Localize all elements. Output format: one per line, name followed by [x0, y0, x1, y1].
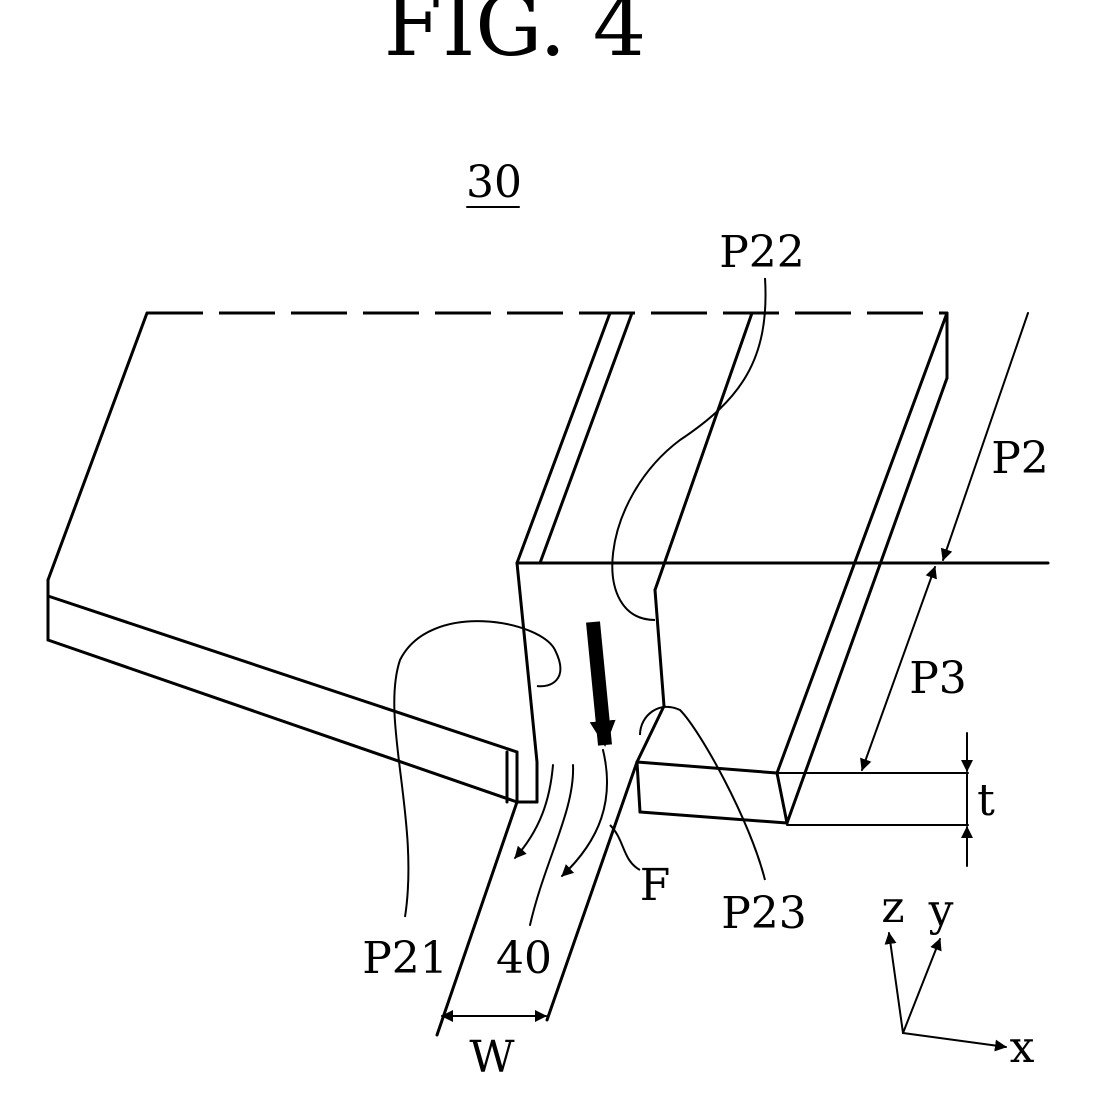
left-panel-far-edge	[48, 313, 147, 580]
right-panel-front-left	[637, 762, 640, 812]
label-w: W	[469, 1032, 515, 1083]
f-leader	[610, 825, 640, 870]
label-p2: P2	[991, 433, 1049, 484]
label-axis-y: y	[928, 885, 954, 936]
right-panel-upper-front	[637, 762, 777, 773]
left-panel	[48, 313, 537, 802]
label-40: 40	[496, 933, 552, 984]
flow-line-right	[562, 750, 607, 876]
label-axis-z: z	[881, 882, 904, 933]
label-p22: P22	[719, 227, 805, 278]
big-flow-arrow	[593, 622, 605, 745]
p22-leader	[612, 278, 765, 620]
gap-left-wall-upper	[517, 313, 610, 563]
gap-right-wall-upper	[655, 313, 752, 590]
left-panel-upper-edge	[48, 596, 517, 752]
axis-y-arrow	[903, 939, 940, 1033]
gap-left-wall-step	[517, 563, 537, 762]
gap-right-wall-lower	[637, 706, 664, 762]
left-panel-lower-edge	[48, 640, 517, 802]
p23-leader	[640, 707, 765, 880]
label-t: t	[977, 775, 995, 826]
reference-30-text: 30	[466, 157, 522, 208]
label-f: F	[640, 860, 671, 911]
label-p21: P21	[362, 933, 448, 984]
right-panel	[517, 313, 1048, 825]
axis-x-arrow	[903, 1033, 1006, 1047]
reference-30: 30	[466, 157, 522, 208]
label-axis-x: x	[1010, 1022, 1035, 1073]
figure-title: FIG. 4	[384, 0, 646, 75]
right-panel-lower-front	[640, 812, 787, 823]
flow-line-left	[515, 765, 553, 858]
gap-right-wall-front	[547, 762, 637, 1020]
label-p3: P3	[909, 653, 967, 704]
right-panel-far-side-a	[777, 313, 947, 773]
axes-indicator: z y x	[881, 882, 1034, 1073]
label-p23: P23	[721, 888, 807, 939]
gap-left-wall-front	[437, 802, 517, 1035]
right-panel-front-corner	[777, 773, 787, 823]
axis-z-arrow	[889, 933, 903, 1033]
gap-right-wall-step	[655, 590, 664, 706]
